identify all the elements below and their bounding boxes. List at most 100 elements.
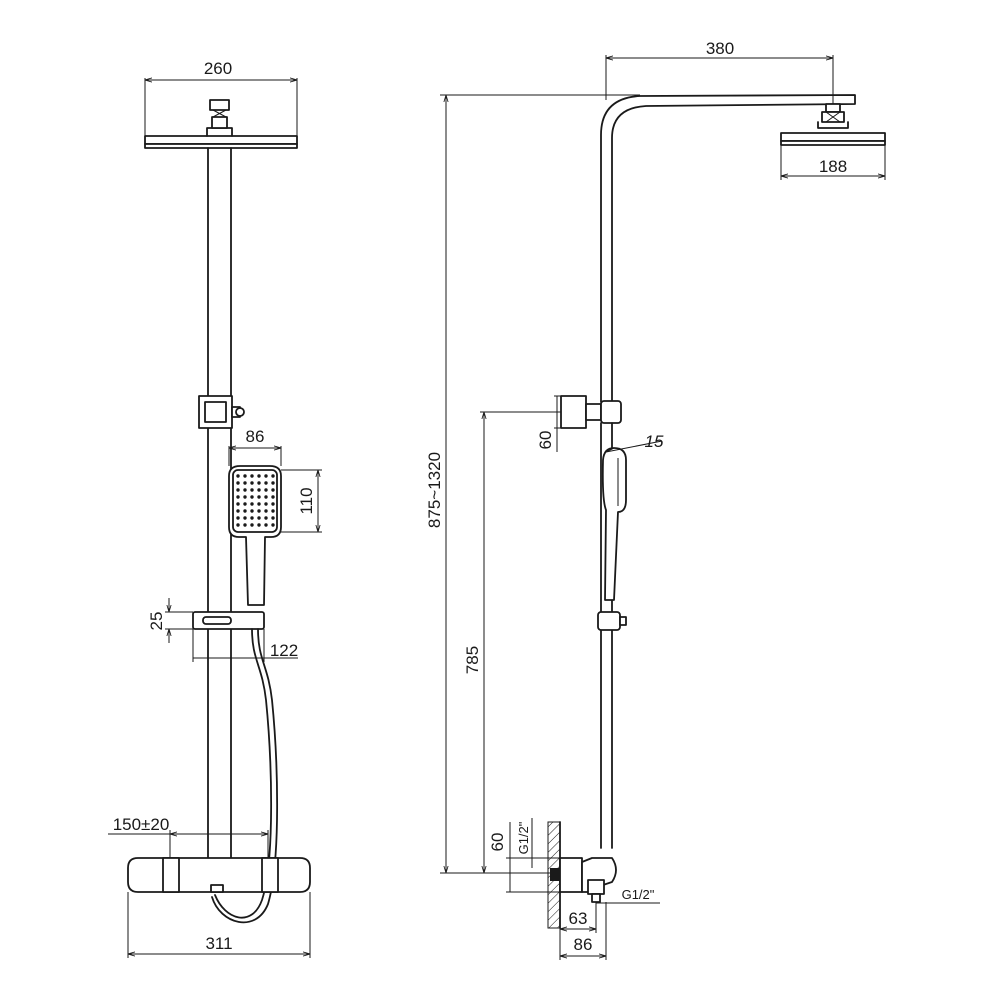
- nozzle-dot: [236, 481, 240, 485]
- nozzle-dot: [257, 488, 261, 492]
- label-slider-depth: 122: [270, 641, 298, 660]
- nozzle-dot: [236, 516, 240, 520]
- nozzle-dot: [257, 495, 261, 499]
- label-wall-offset-large: 86: [574, 935, 593, 954]
- nozzle-dot: [271, 502, 275, 506]
- nozzle-dot: [236, 495, 240, 499]
- label-inlet-thread-wall: G1/2": [516, 821, 531, 854]
- nozzle-dot: [264, 523, 268, 527]
- nozzle-dot: [264, 502, 268, 506]
- label-arm-projection: 380: [706, 39, 734, 58]
- dimension-overhead-width: 260: [144, 59, 298, 136]
- label-total-height: 875~1320: [425, 452, 444, 528]
- nozzle-dot: [257, 474, 261, 478]
- nozzle-dot: [264, 516, 268, 520]
- label-handshower-width: 86: [246, 427, 265, 446]
- nozzle-dot: [243, 474, 247, 478]
- side-view: 380 188 875~1320 60 15: [425, 39, 886, 960]
- nozzle-grid: [236, 474, 275, 527]
- nozzle-dot: [264, 495, 268, 499]
- nozzle-dot: [257, 516, 261, 520]
- nozzle-dot: [264, 474, 268, 478]
- nozzle-dot: [271, 495, 275, 499]
- label-wall-offset-small: 63: [569, 909, 588, 928]
- riser-pipe-front: [207, 147, 232, 859]
- label-outlet-thread: G1/2": [622, 887, 655, 902]
- nozzle-dot: [236, 502, 240, 506]
- front-view: 260 86 110 25 122: [108, 59, 322, 958]
- nozzle-dot: [271, 474, 275, 478]
- hand-shower-front: [228, 465, 282, 606]
- label-handshower-height: 110: [297, 487, 316, 514]
- dimension-handshower-angle: 15: [605, 432, 664, 453]
- nozzle-dot: [271, 488, 275, 492]
- dimension-arm-projection: 380: [605, 39, 834, 104]
- overhead-shower-front: [144, 99, 298, 149]
- nozzle-dot: [271, 509, 275, 513]
- mixer-body-front: [127, 830, 311, 893]
- nozzle-dot: [257, 502, 261, 506]
- label-slider-height: 25: [147, 612, 166, 631]
- label-inlet-spacing: 150±20: [113, 815, 170, 834]
- label-overhead-diameter: 188: [819, 157, 847, 176]
- nozzle-dot: [243, 495, 247, 499]
- wall-connection-side: [547, 821, 617, 929]
- nozzle-dot: [271, 516, 275, 520]
- nozzle-dot: [264, 481, 268, 485]
- nozzle-dot: [243, 516, 247, 520]
- nozzle-dot: [271, 481, 275, 485]
- shower-arm-side: [600, 94, 856, 403]
- nozzle-dot: [271, 523, 275, 527]
- nozzle-dot: [243, 509, 247, 513]
- nozzle-dot: [236, 523, 240, 527]
- nozzle-dot: [257, 509, 261, 513]
- dimension-handshower-height: 110: [281, 469, 322, 533]
- nozzle-dot: [243, 502, 247, 506]
- nozzle-dot: [250, 502, 254, 506]
- nozzle-dot: [236, 509, 240, 513]
- nozzle-dot: [257, 481, 261, 485]
- nozzle-dot: [250, 495, 254, 499]
- nozzle-dot: [243, 488, 247, 492]
- dimension-outlet-thread: G1/2": [596, 887, 660, 904]
- label-overhead-width: 260: [204, 59, 232, 78]
- nozzle-dot: [250, 481, 254, 485]
- label-rail-height: 785: [463, 646, 482, 674]
- nozzle-dot: [243, 481, 247, 485]
- dimension-wall-offset-small: 63: [559, 902, 597, 933]
- nozzle-dot: [236, 474, 240, 478]
- dimension-rail-height: 785: [463, 411, 561, 873]
- nozzle-dot: [243, 523, 247, 527]
- nozzle-dot: [264, 488, 268, 492]
- dimension-inlet-height: 60 G1/2": [488, 818, 560, 893]
- dimension-handshower-width: 86: [228, 427, 282, 466]
- dimension-wall-offset-large: 86: [559, 902, 607, 960]
- nozzle-dot: [250, 509, 254, 513]
- shower-hose: [211, 628, 279, 924]
- label-holder-height: 60: [536, 431, 555, 450]
- slider-bar-side: [597, 611, 627, 631]
- nozzle-dot: [250, 523, 254, 527]
- nozzle-dot: [250, 488, 254, 492]
- dimension-mixer-width: 311: [127, 892, 311, 958]
- dimension-holder-height: 60: [536, 395, 561, 452]
- nozzle-dot: [250, 516, 254, 520]
- label-mixer-width: 311: [205, 934, 232, 953]
- nozzle-dot: [257, 523, 261, 527]
- label-handshower-angle: 15: [645, 432, 664, 451]
- dimension-total-height: 875~1320: [425, 94, 640, 874]
- hand-shower-side: [601, 447, 627, 601]
- nozzle-dot: [264, 509, 268, 513]
- dimension-inlet-spacing: 150±20: [108, 815, 268, 834]
- handshower-holder-front: [198, 395, 245, 429]
- dimension-slider-height: 25: [147, 598, 193, 643]
- nozzle-dot: [236, 488, 240, 492]
- handshower-holder-side: [560, 395, 622, 429]
- slider-bar-front: [192, 611, 265, 630]
- nozzle-dot: [250, 474, 254, 478]
- label-inlet-height: 60: [488, 833, 507, 852]
- overhead-shower-side: [780, 103, 886, 146]
- dimension-slider-depth: 122: [192, 629, 298, 662]
- dimension-overhead-diameter: 188: [780, 145, 886, 180]
